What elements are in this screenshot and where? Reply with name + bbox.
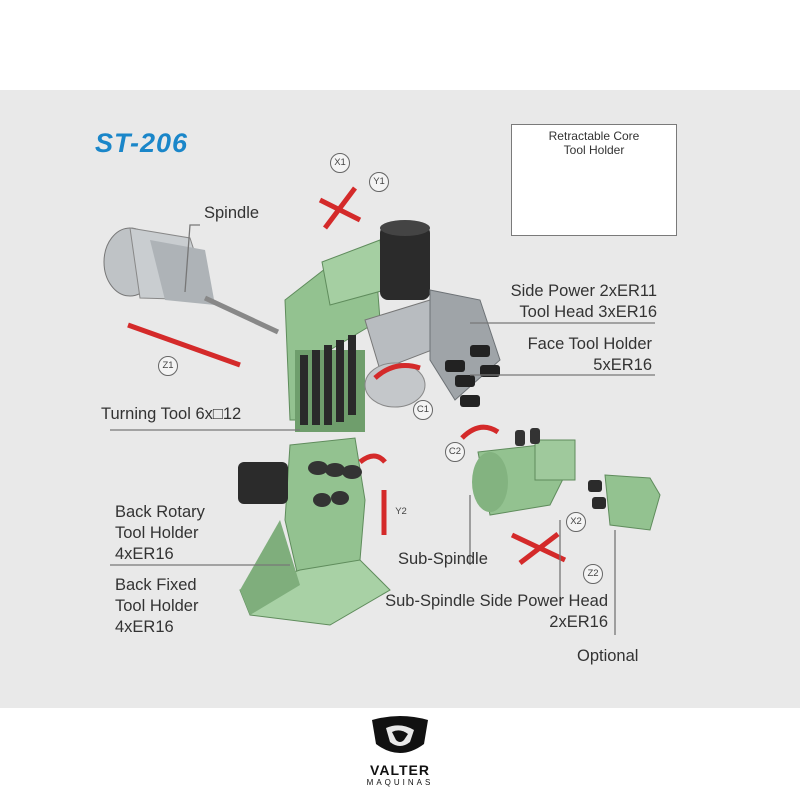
main-tool-block	[284, 220, 501, 432]
sub-side-power-head	[588, 474, 661, 531]
inset-title-line2: Tool Holder	[563, 143, 625, 157]
spindle-illustration	[103, 227, 280, 335]
label-back-rotary-line3: 4xER16	[115, 545, 174, 563]
axis-c2-marker: C2	[445, 442, 465, 462]
retractable-core-inset: Retractable Core Tool Holder	[511, 124, 677, 236]
label-side-power-line2: Tool Head 3xER16	[519, 303, 657, 321]
axis-arrows	[127, 186, 567, 565]
label-turning-tool: Turning Tool 6x□12	[101, 405, 242, 423]
axis-y1-marker: Y1	[369, 172, 389, 192]
axis-c1-marker: C1	[413, 400, 433, 420]
inset-title-line1: Retractable Core	[548, 129, 640, 143]
label-back-rotary-line1: Back Rotary	[115, 503, 205, 521]
label-face-tool-line2: 5xER16	[593, 356, 652, 374]
label-spindle: Spindle	[204, 204, 260, 222]
leader-lines	[110, 224, 655, 635]
model-title: ST-206	[95, 128, 189, 158]
label-sub-side-power-line1: Sub-Spindle Side Power Head	[385, 592, 608, 610]
brand-subtitle: MAQUINAS	[366, 778, 434, 787]
label-optional: Optional	[577, 647, 639, 665]
axis-x1-marker: X1	[330, 153, 350, 173]
axis-z2-marker: Z2	[583, 564, 603, 584]
sub-spindle-illustration	[472, 428, 576, 516]
label-sub-spindle: Sub-Spindle	[398, 550, 488, 568]
label-back-fixed-line1: Back Fixed	[115, 576, 197, 594]
brand-name: VALTER	[370, 762, 430, 778]
axis-x2-marker: X2	[566, 512, 586, 532]
back-tool-holder	[238, 437, 391, 626]
label-back-fixed-line3: 4xER16	[115, 618, 174, 636]
label-sub-side-power-line2: 2xER16	[549, 613, 608, 631]
label-face-tool-line1: Face Tool Holder	[527, 335, 652, 353]
label-back-rotary-line2: Tool Holder	[115, 524, 199, 542]
axis-z1-marker: Z1	[158, 356, 178, 376]
inset-title: Retractable Core Tool Holder	[512, 129, 676, 157]
label-back-fixed-line2: Tool Holder	[115, 597, 199, 615]
valter-logo-icon	[372, 716, 428, 753]
label-side-power-line1: Side Power 2xER11	[510, 282, 657, 300]
axis-y2-marker: Y2	[395, 506, 407, 517]
